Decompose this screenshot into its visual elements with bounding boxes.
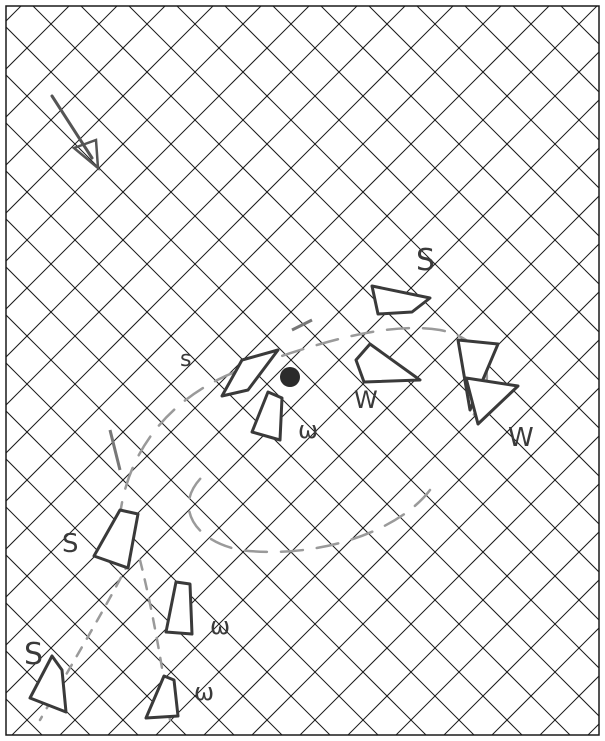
label-w-lower-2: ω [194,678,214,706]
tick-mark [292,320,312,330]
grid-line [582,0,605,741]
label-s-center-left: s [180,347,191,372]
label-s-bottom-left: S [24,637,43,672]
label-w-center: ω [298,416,318,444]
boat-right-mid [356,344,420,382]
grid-line [0,0,96,741]
boat-mid-left [94,510,138,568]
grid-line [6,0,605,741]
label-s-top-right: S [416,243,435,278]
boat-lower-2 [146,676,178,718]
grid-line [27,0,605,741]
grid-line [411,0,605,741]
grid-line [75,0,605,741]
pivot-mark [280,367,300,387]
grid-line [294,0,605,741]
boat-center-lower [252,392,282,440]
grid-line [0,0,192,741]
wind-arrow-icon [52,96,98,168]
label-w-far-right: W [508,423,534,453]
boat-lower-1 [166,582,192,634]
label-w-right-mid: W [354,386,378,414]
boat-top-right [372,286,430,314]
grid-line [390,0,605,741]
label-w-lower-1: ω [210,612,230,640]
grid-line [0,0,171,741]
label-s-mid-left: S [62,529,79,559]
grid-line [219,0,605,741]
grid-line [267,0,605,741]
